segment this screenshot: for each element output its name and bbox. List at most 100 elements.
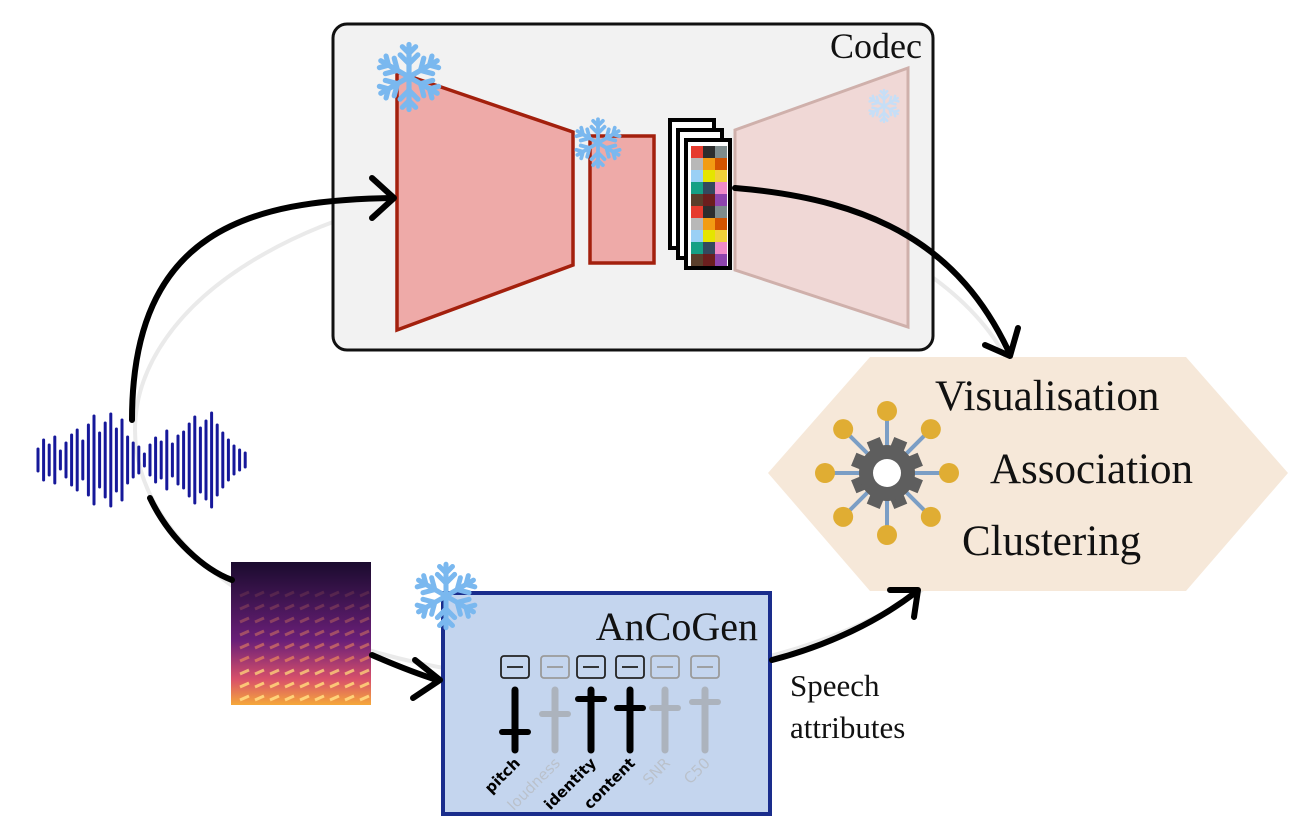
token-cell <box>715 170 727 182</box>
hexagon-item-clustering: Clustering <box>962 518 1141 565</box>
spectrogram-harmonic <box>329 590 340 598</box>
spectrogram-harmonic <box>359 629 370 637</box>
token-cell <box>691 218 703 230</box>
spectrogram-harmonic <box>299 629 310 637</box>
spectrogram-harmonic <box>239 694 250 702</box>
spectrogram-harmonic <box>329 668 340 676</box>
identity-icon <box>576 655 606 679</box>
spectrogram-harmonic <box>344 616 355 624</box>
network-gear-icon <box>815 401 959 545</box>
speech-attributes-label-line2: attributes <box>790 710 905 745</box>
arrowhead <box>982 325 1021 359</box>
spectrogram-harmonic <box>284 642 295 650</box>
codec-box: Codec <box>331 22 935 352</box>
spectrogram-harmonic <box>329 694 340 702</box>
spectrogram-harmonic <box>329 629 340 637</box>
spectrogram-harmonic <box>314 590 325 598</box>
spectrogram-harmonic <box>359 694 370 702</box>
token-cell <box>715 254 727 266</box>
token-cell <box>691 242 703 254</box>
spectrogram-harmonic <box>269 681 280 689</box>
spectrogram-harmonic <box>284 668 295 676</box>
network-node <box>815 463 835 483</box>
network-node <box>920 506 941 527</box>
token-cell <box>715 218 727 230</box>
token-cell <box>715 230 727 242</box>
spectrogram-harmonic <box>344 642 355 650</box>
gear-hole <box>873 459 901 487</box>
token-cell <box>703 230 715 242</box>
spectrogram-harmonic <box>284 655 295 663</box>
spectrogram-harmonic <box>329 616 340 624</box>
spectrogram-harmonic <box>359 603 370 611</box>
content-icon <box>615 655 645 679</box>
token-cell <box>691 254 703 266</box>
token-cell <box>703 206 715 218</box>
token-cell <box>691 170 703 182</box>
spectrogram-harmonic <box>269 603 280 611</box>
spectrogram-harmonic <box>239 629 250 637</box>
spectrogram-harmonic <box>344 668 355 676</box>
token-cell <box>715 206 727 218</box>
snr-icon <box>650 655 680 679</box>
arrow-spectrogram-to-ancogen <box>369 652 440 683</box>
spectrogram-harmonic <box>269 590 280 598</box>
spectrogram-harmonic <box>239 655 250 663</box>
spectrogram-harmonic <box>329 681 340 689</box>
spectrogram-harmonic <box>314 629 325 637</box>
spectrogram-harmonic <box>284 590 295 598</box>
hexagon-item-visualisation: Visualisation <box>935 373 1159 420</box>
spectrogram-harmonic <box>254 629 265 637</box>
arrowhead <box>369 175 397 221</box>
spectrogram-harmonic <box>254 603 265 611</box>
token-cell <box>703 170 715 182</box>
spectrogram-harmonic <box>329 655 340 663</box>
network-node <box>939 463 959 483</box>
token-cell <box>703 218 715 230</box>
spectrogram-harmonic <box>239 616 250 624</box>
spectrogram-harmonic <box>299 590 310 598</box>
spectrogram-harmonic <box>254 616 265 624</box>
spectrogram-harmonic <box>344 629 355 637</box>
spectrogram-harmonic <box>299 655 310 663</box>
spectrogram-harmonic <box>254 590 265 598</box>
spectrogram-harmonic <box>299 616 310 624</box>
spectrogram-harmonic <box>314 681 325 689</box>
spectrogram-harmonic <box>329 603 340 611</box>
spectrogram-harmonic <box>299 668 310 676</box>
spectrogram-harmonic <box>344 590 355 598</box>
spectrogram-harmonic <box>269 655 280 663</box>
spectrogram-harmonic <box>299 694 310 702</box>
spectrogram-harmonic <box>284 694 295 702</box>
spectrogram-harmonic <box>314 655 325 663</box>
token-cell <box>703 254 715 266</box>
spectrogram-harmonic <box>344 655 355 663</box>
spectrogram-harmonic <box>269 694 280 702</box>
spectrogram-harmonic <box>359 681 370 689</box>
spectrogram-harmonic <box>254 681 265 689</box>
spectrogram-harmonic <box>284 603 295 611</box>
token-cell <box>715 182 727 194</box>
c50-icon <box>690 655 720 679</box>
token-cell <box>715 146 727 158</box>
spectrogram-harmonic <box>284 629 295 637</box>
token-cell <box>703 242 715 254</box>
token-cell <box>691 230 703 242</box>
token-cell <box>691 194 703 206</box>
spectrogram-harmonic <box>284 616 295 624</box>
spectrogram-harmonic <box>314 603 325 611</box>
spectrogram-harmonic <box>344 603 355 611</box>
spectrogram-harmonic <box>254 694 265 702</box>
spectrogram-harmonic <box>254 668 265 676</box>
encoder-block <box>395 69 575 333</box>
token-cell <box>691 206 703 218</box>
arrowhead <box>410 657 443 701</box>
token-cell <box>691 158 703 170</box>
spectrogram-harmonic <box>299 681 310 689</box>
loudness-icon <box>540 655 570 679</box>
token-cell <box>703 158 715 170</box>
speech-attributes-label-line1: Speech <box>790 668 880 703</box>
codec-title: Codec <box>830 26 922 66</box>
token-cell <box>715 194 727 206</box>
